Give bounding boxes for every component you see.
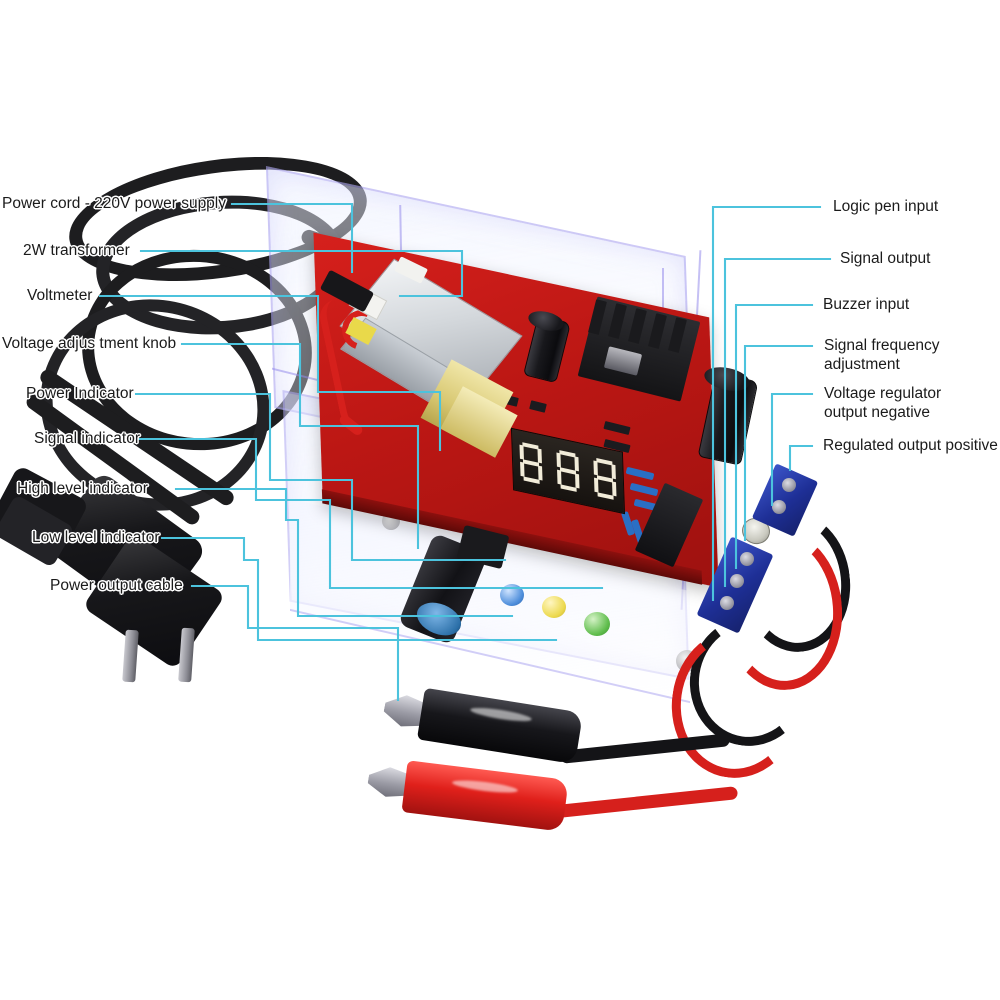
label-buzzer-input: Buzzer input (823, 296, 910, 313)
label-signal-frequency: Signal frequency adjustment (824, 337, 940, 373)
label-voltage-knob: Voltage adjus tment knob (2, 335, 177, 352)
low-level-indicator-led (542, 596, 566, 618)
label-logic-pen: Logic pen input (833, 198, 939, 215)
label-low-level: Low level indicator (32, 529, 160, 546)
label-power-cord: Power cord - 220V power supply (2, 195, 227, 212)
high-level-indicator-led (500, 584, 524, 606)
display-digit (556, 449, 580, 492)
label-power-indicator: Power Indicator (26, 385, 134, 402)
display-digit (593, 457, 617, 500)
label-high-level: High level indicator (17, 480, 148, 497)
label-power-output: Power output cable (50, 577, 183, 594)
display-digit (519, 442, 543, 485)
label-signal-output: Signal output (840, 250, 931, 267)
leader-regulated-pos (788, 444, 814, 472)
label-regulated-pos: Regulated output positive (823, 437, 998, 454)
label-signal-indicator: Signal indicator (34, 430, 140, 447)
signal-indicator-led (584, 612, 610, 636)
label-transformer: 2W transformer (23, 242, 130, 259)
label-voltmeter: Voltmeter (27, 287, 93, 304)
label-regulator-neg: Voltage regulator output negative (824, 385, 942, 421)
